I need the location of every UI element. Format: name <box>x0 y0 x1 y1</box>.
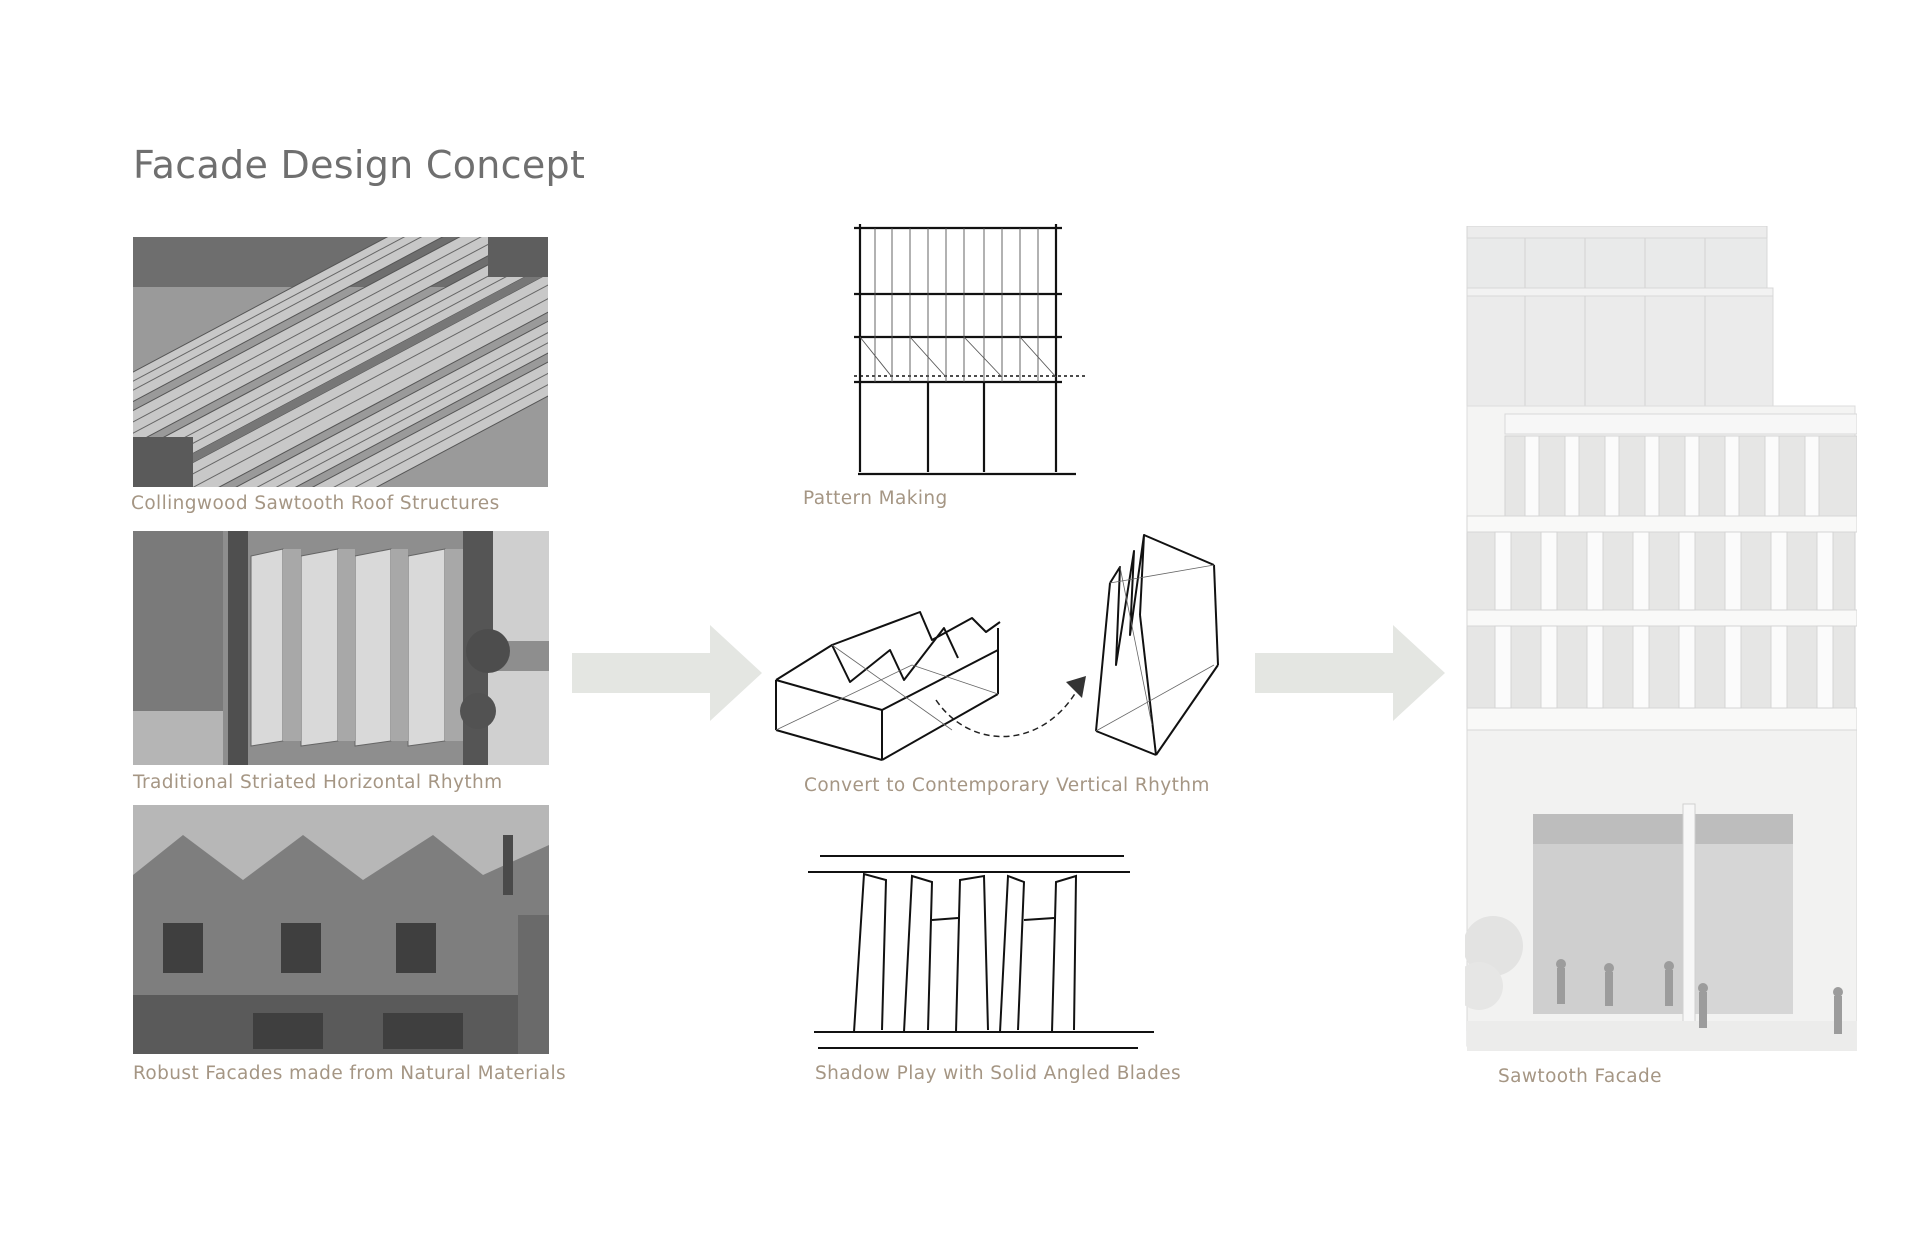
caption-traditional: Traditional Striated Horizontal Rhythm <box>133 772 503 793</box>
rotate-arrow-icon <box>935 676 1086 738</box>
arrow-right-icon <box>572 625 762 721</box>
pattern-making-sketch <box>854 224 1086 476</box>
caption-pattern: Pattern Making <box>803 488 948 509</box>
caption-robust: Robust Facades made from Natural Materia… <box>133 1063 567 1084</box>
caption-collingwood: Collingwood Sawtooth Roof Structures <box>131 493 500 514</box>
page-title: Facade Design Concept <box>133 143 586 187</box>
brick-facades-photo <box>133 805 549 1054</box>
caption-sawtooth: Sawtooth Facade <box>1498 1066 1662 1087</box>
sawtooth-facade-rendering <box>1465 226 1857 1051</box>
vertical-sawtooth-sketch <box>1095 534 1219 756</box>
sawtooth-roof-photo <box>133 531 549 765</box>
aerial-roofs-photo <box>133 237 548 487</box>
shadow-play-sketch <box>808 855 1154 1049</box>
caption-shadow: Shadow Play with Solid Angled Blades <box>815 1063 1182 1084</box>
caption-convert: Convert to Contemporary Vertical Rhythm <box>804 775 1210 796</box>
arrow-right-icon <box>1255 625 1445 721</box>
horizontal-sawtooth-sketch <box>775 611 1001 761</box>
